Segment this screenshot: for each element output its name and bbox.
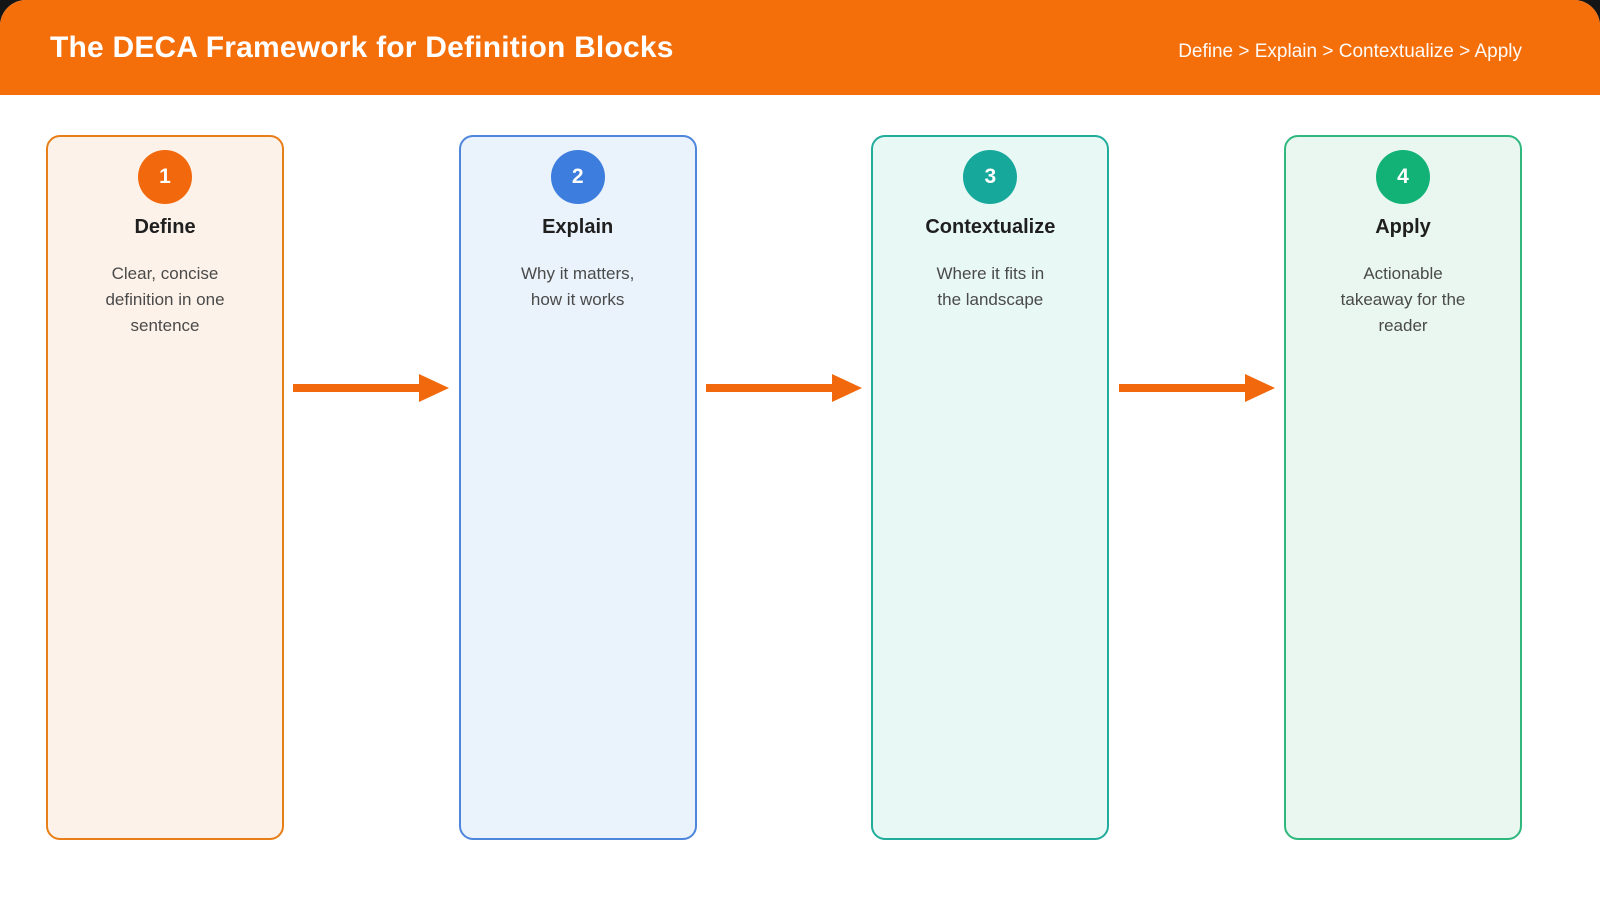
arrow-right-icon <box>706 374 862 402</box>
step-number-badge: 1 <box>138 150 192 204</box>
step-card-contextualize: 3 Contextualize Where it fits in the lan… <box>871 135 1110 840</box>
breadcrumb: Define > Explain > Contextualize > Apply <box>1178 41 1522 62</box>
arrow-head <box>419 374 450 402</box>
step-number-badge: 3 <box>963 150 1018 204</box>
step-card-apply: 4 Apply Actionable takeaway for the read… <box>1284 135 1523 840</box>
arrow-head <box>832 374 862 402</box>
flow-arrow-cell <box>284 135 459 840</box>
flow-arrow-cell <box>1109 135 1284 840</box>
step-number-badge: 2 <box>550 150 605 204</box>
step-title: Apply <box>1375 216 1431 238</box>
arrow-shaft <box>706 384 840 392</box>
arrow-right-icon <box>293 374 450 402</box>
arrow-right-icon <box>1118 374 1275 402</box>
arrow-head <box>1244 374 1275 402</box>
arrow-shaft <box>293 384 428 392</box>
arrow-shaft <box>1118 384 1253 392</box>
header-bar: The DECA Framework for Definition Blocks… <box>0 0 1600 95</box>
step-card-define: 1 Define Clear, concise definition in on… <box>46 135 284 840</box>
step-description: Actionable takeaway for the reader <box>1340 264 1466 335</box>
step-number-badge: 4 <box>1376 150 1431 204</box>
step-title: Define <box>134 216 196 238</box>
flow-row: 1 Define Clear, concise definition in on… <box>46 135 1523 840</box>
page-title: The DECA Framework for Definition Blocks <box>50 30 674 64</box>
step-description: Why it matters, how it works <box>520 264 635 309</box>
step-description: Clear, concise definition in one sentenc… <box>105 264 225 335</box>
step-description: Where it fits in the landscape <box>936 264 1045 309</box>
step-title: Explain <box>542 216 614 238</box>
step-card-explain: 2 Explain Why it matters, how it works <box>458 135 697 840</box>
flow-arrow-cell <box>697 135 872 840</box>
step-title: Contextualize <box>925 216 1056 238</box>
flow-diagram: 1 Define Clear, concise definition in on… <box>0 95 1600 840</box>
